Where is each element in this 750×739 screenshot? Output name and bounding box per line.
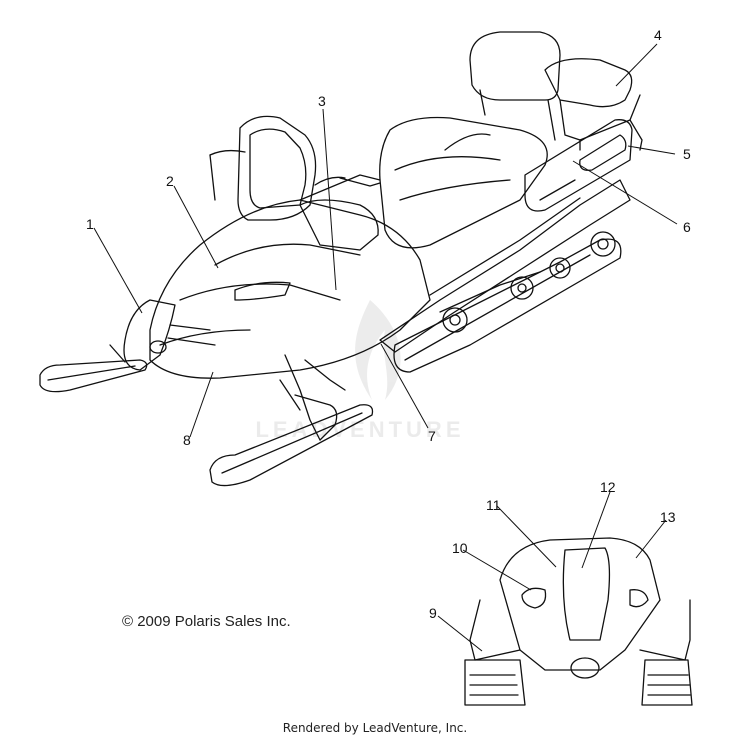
- track-assembly: [393, 231, 622, 373]
- callout-1: 1: [86, 216, 94, 232]
- front-view-inset: [464, 537, 693, 706]
- rear-side-panel: [524, 119, 633, 212]
- watermark-text: LEADVENTURE: [255, 417, 464, 442]
- callout-labels: 1 2 3 4 5 6 7 8 9 10 11 12 13: [86, 27, 691, 621]
- hood: [149, 199, 431, 379]
- leadventure-watermark: LEADVENTURE: [255, 300, 464, 442]
- callout-10: 10: [452, 540, 468, 556]
- callout-9: 9: [429, 605, 437, 621]
- inset-headlight: [570, 657, 600, 679]
- callout-3: 3: [318, 93, 326, 109]
- callout-6: 6: [683, 219, 691, 235]
- windshield: [209, 115, 317, 221]
- callout-11: 11: [486, 497, 501, 513]
- watermark-flame-icon: [355, 300, 401, 400]
- callout-2: 2: [166, 173, 174, 189]
- callout-4: 4: [654, 27, 662, 43]
- callout-8: 8: [183, 432, 191, 448]
- front-nose: [123, 299, 216, 371]
- callout-5: 5: [683, 146, 691, 162]
- passenger-backrest: [469, 31, 561, 141]
- copyright-notice: © 2009 Polaris Sales Inc.: [122, 613, 291, 630]
- right-ski: [209, 404, 374, 487]
- render-credit: Rendered by LeadVenture, Inc.: [282, 721, 468, 735]
- inset-left-ski: [464, 659, 526, 706]
- callout-12: 12: [600, 479, 616, 495]
- callout-7: 7: [428, 428, 436, 444]
- callout-13: 13: [660, 509, 676, 525]
- seat: [379, 116, 548, 249]
- snowmobile-illustration: [39, 31, 643, 487]
- inset-hood-outline: [499, 537, 661, 671]
- leader-lines: [93, 43, 678, 652]
- inset-center-panel: [562, 547, 611, 641]
- inset-right-ski: [641, 659, 693, 706]
- tunnel: [379, 179, 631, 353]
- handlebar: [299, 174, 381, 251]
- left-ski: [39, 344, 148, 393]
